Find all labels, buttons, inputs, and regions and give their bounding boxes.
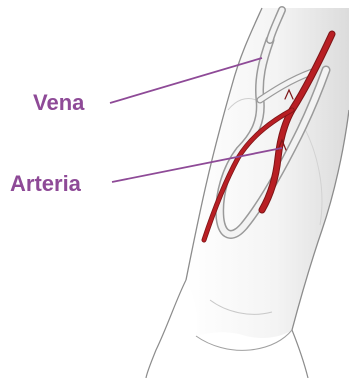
vena-label: Vena <box>33 92 84 114</box>
arteria-label: Arteria <box>10 173 81 195</box>
